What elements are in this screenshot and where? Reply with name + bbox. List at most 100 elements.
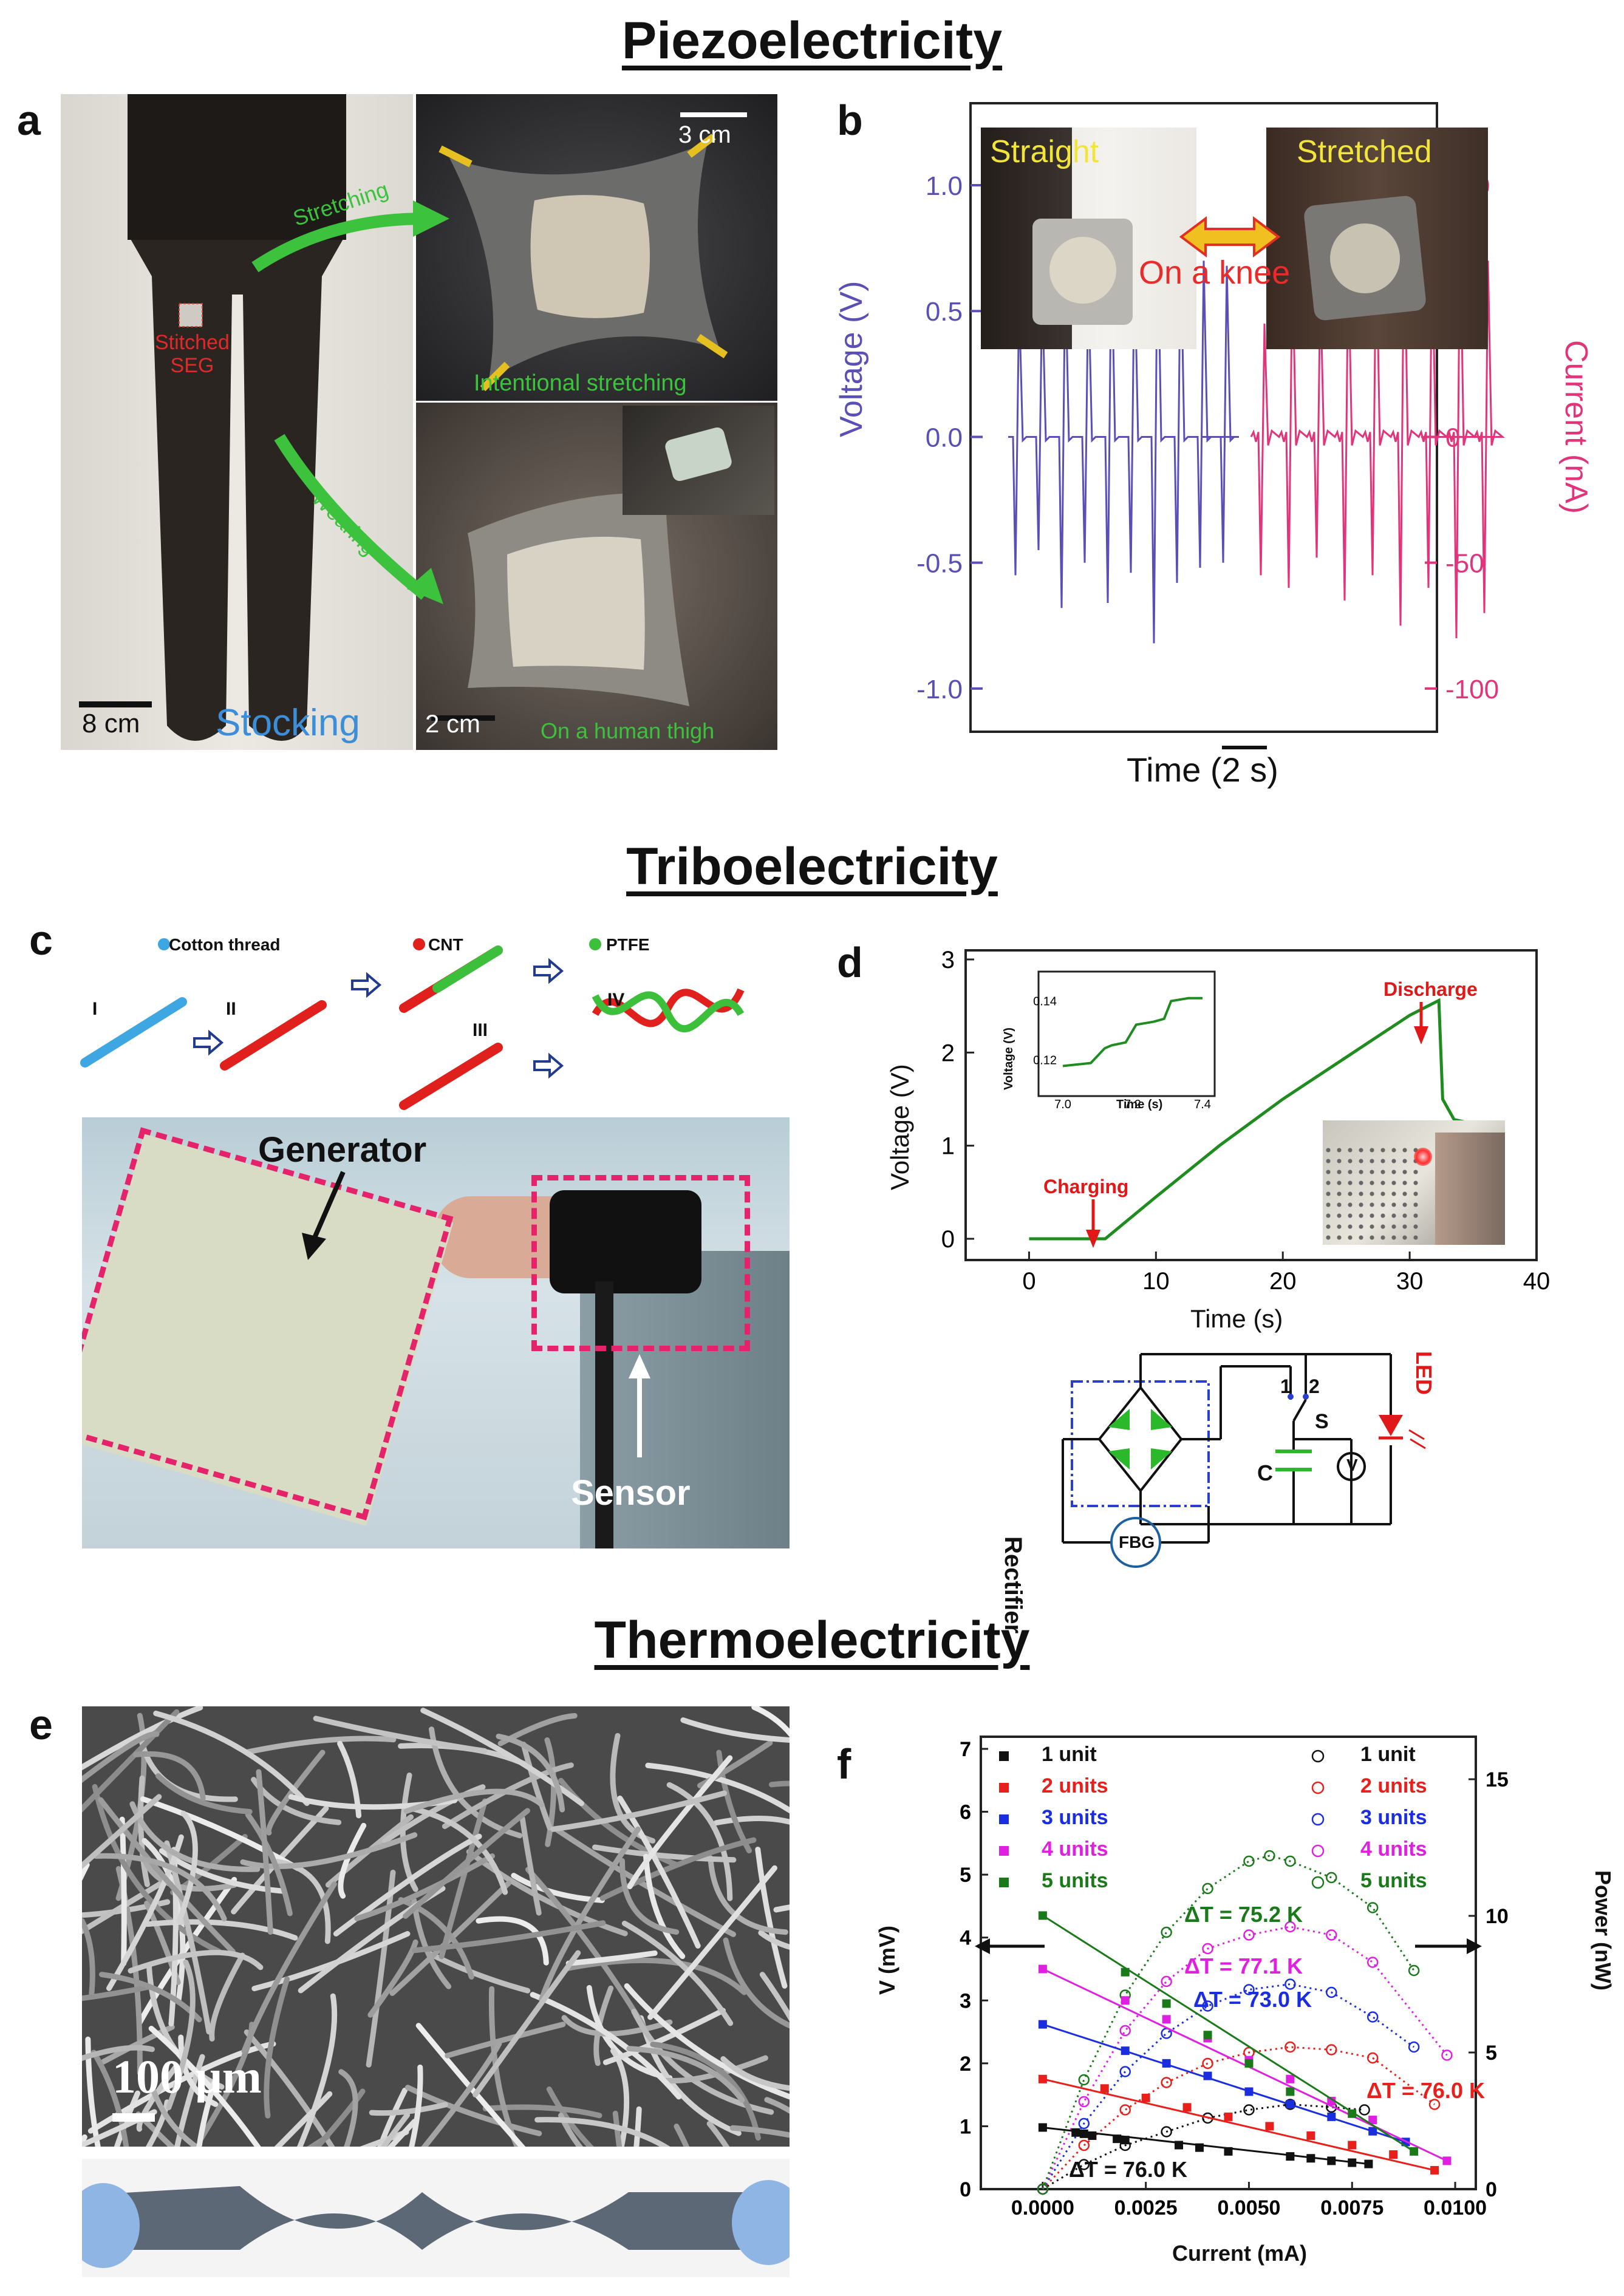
sem-fiber — [426, 1950, 531, 1994]
rectifier-box — [1071, 1380, 1210, 1507]
panel-d-ylabel: Voltage (V) — [885, 1064, 914, 1190]
sem-fiber — [82, 1709, 180, 1813]
f-ytick-left-label: 5 — [960, 1864, 971, 1887]
section-title-piezo: Piezoelectricity — [621, 12, 1003, 70]
sem-fiber — [768, 1780, 790, 1788]
stretched-patch-core — [1326, 220, 1404, 297]
sem-fiber — [338, 1822, 367, 1899]
voltage-point — [1327, 2097, 1336, 2105]
d-ytick-label: 0 — [941, 1226, 955, 1253]
legend-dot-cotton — [158, 938, 170, 950]
ytick-right-label: -100 — [1445, 675, 1499, 704]
voltage-point — [1348, 2158, 1357, 2167]
circuit-fbg-label: FBG — [1119, 1533, 1155, 1552]
sem-fiber — [82, 1706, 203, 1771]
charging-label: Charging — [1043, 1176, 1128, 1197]
power-point — [1243, 1984, 1255, 1995]
led-glow — [1414, 1148, 1432, 1166]
voltage-point — [1286, 2087, 1295, 2096]
voltage-fit-line — [1042, 2078, 1435, 2172]
thigh-label: On a human thigh — [541, 718, 715, 743]
sem-fiber — [520, 1742, 553, 1831]
panel-letter-f: f — [837, 1740, 851, 1788]
sem-fiber — [245, 1812, 293, 1916]
voltage-point — [1175, 2141, 1183, 2150]
circuit-led-label: LED — [1411, 1351, 1436, 1395]
power-point — [1078, 2159, 1090, 2170]
voltage-point — [1079, 2129, 1088, 2138]
power-point — [1037, 2183, 1049, 2195]
f-ytick-left-label: 6 — [960, 1801, 971, 1824]
sem-fiber — [415, 2023, 526, 2147]
sem-fiber — [151, 2088, 201, 2147]
sem-fiber — [90, 2049, 129, 2147]
legend-right-marker — [1311, 1781, 1325, 1794]
stitched-line2: SEG — [170, 354, 214, 377]
sem-fiber — [627, 1755, 733, 1890]
sem-fiber — [621, 1920, 734, 2026]
sem-fiber — [82, 1794, 162, 1870]
voltage-point — [1244, 2087, 1254, 2096]
double-arrow-icon — [1179, 216, 1281, 257]
inset-xtick-label: 7.2 — [1124, 1098, 1141, 1111]
legend-left-label: 1 unit — [1042, 1743, 1097, 1766]
power-point — [1119, 2025, 1131, 2037]
annotation-2-units: ΔT = 76.0 K — [1366, 2078, 1485, 2103]
sem-fiber — [482, 2104, 602, 2119]
legend-left-marker — [999, 1783, 1009, 1793]
sem-fiber — [82, 2045, 155, 2062]
sensor-dash-box — [531, 1175, 750, 1351]
legend-right-marker — [1311, 1813, 1325, 1826]
f-ytick-right-label: 5 — [1486, 2042, 1497, 2065]
inset-ylabel: Voltage (V) — [1002, 1027, 1015, 1090]
power-point — [1078, 2074, 1090, 2086]
sem-fiber — [409, 2064, 423, 2147]
generator-sensor-photo: Generator Sensor — [82, 1117, 790, 1548]
thigh-patch — [468, 492, 689, 706]
panel-letter-c: c — [29, 916, 53, 964]
sem-fiber — [539, 1826, 641, 2003]
sem-fiber — [251, 1931, 411, 1992]
legend-right-marker — [1311, 1844, 1325, 1858]
sem-fiber — [420, 1708, 584, 1807]
sem-image: 100 μm — [82, 1706, 790, 2147]
panel-f-xlabel: Current (mA) — [1172, 2241, 1307, 2266]
power-point — [1326, 2044, 1337, 2056]
sensor-band — [550, 1190, 701, 1293]
sem-fiber — [338, 2069, 358, 2147]
voltage-point — [1368, 2127, 1377, 2136]
power-point — [1366, 1957, 1379, 1968]
scale-top-right-label: 3 cm — [678, 121, 731, 148]
sem-fiber — [400, 1773, 418, 1892]
legend-left-label: 5 units — [1042, 1869, 1108, 1892]
sem-fiber — [92, 1783, 222, 1955]
sem-fiber — [114, 2090, 141, 2147]
inset-xtick-label: 7.4 — [1194, 1098, 1211, 1111]
voltage-point — [1364, 2159, 1373, 2168]
sem-fiber — [82, 1984, 153, 2001]
voltage-point — [1162, 2015, 1171, 2024]
sem-fiber — [244, 2029, 335, 2147]
power-point — [1161, 2126, 1172, 2138]
sem-fiber — [680, 1717, 790, 1743]
power-point — [1161, 1975, 1172, 1988]
breadboard — [1323, 1145, 1420, 1245]
power-point — [1285, 2099, 1296, 2110]
stocking-label: Stocking — [216, 702, 360, 744]
straight-patch-core — [1049, 237, 1116, 304]
voltage-point — [1038, 1911, 1047, 1920]
voltage-point — [1038, 2020, 1047, 2029]
sem-fiber — [153, 1711, 310, 1807]
discharge-label: Discharge — [1383, 978, 1478, 1000]
d-ytick-label: 3 — [941, 947, 955, 973]
stretched-patch-photo — [1303, 194, 1427, 322]
charging-arrow — [1086, 1199, 1100, 1248]
panel-f-ylabel-left: V (mV) — [875, 1925, 899, 1995]
sem-fiber — [706, 2121, 730, 2147]
sem-fiber — [764, 2097, 790, 2114]
power-point — [1366, 2052, 1379, 2064]
f-ytick-left-label: 3 — [960, 1989, 971, 2012]
sem-fiber — [758, 1930, 790, 1950]
sem-fiber — [476, 1916, 549, 1966]
